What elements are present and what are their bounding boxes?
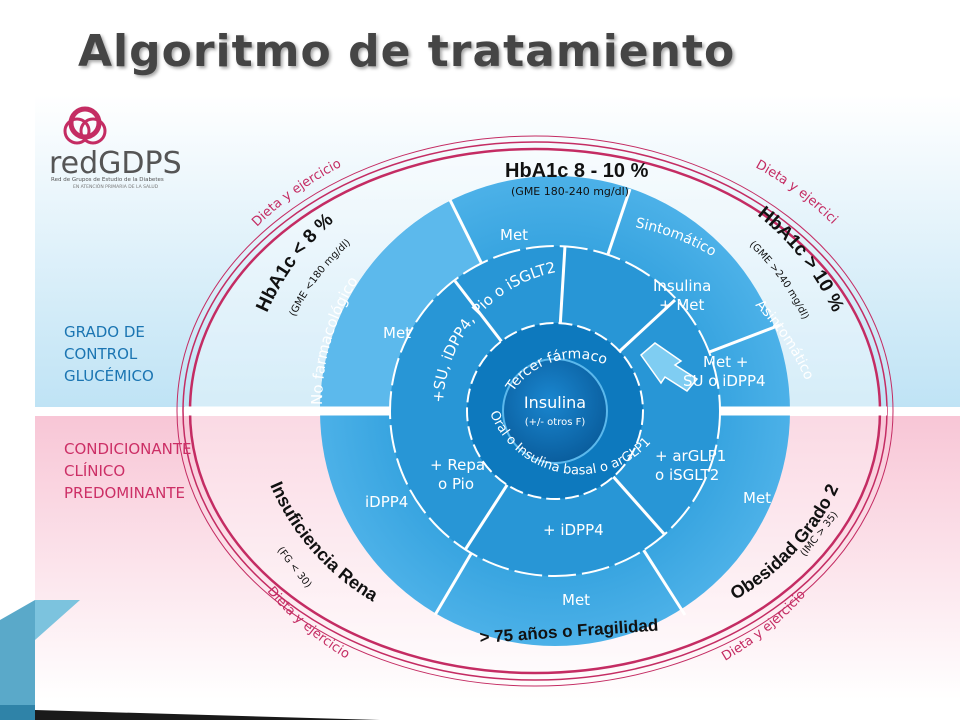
side-label-top-3: GLUCÉMICO bbox=[64, 366, 154, 385]
hba1c-mid-sub: (GME 180-240 mg/dl) bbox=[511, 185, 629, 198]
label-plus-idpp4: + iDPP4 bbox=[543, 521, 604, 539]
side-label-top: GRADO DE CONTROL GLUCÉMICO bbox=[64, 323, 154, 385]
slide-title: Algoritmo de tratamiento bbox=[78, 26, 736, 77]
corner-decoration bbox=[0, 600, 380, 720]
label-arglp1-2: o iSGLT2 bbox=[655, 466, 719, 484]
side-label-bottom: CONDICIONANTE CLÍNICO PREDOMINANTE bbox=[64, 440, 192, 502]
logo-knot-icon bbox=[63, 106, 107, 145]
label-idpp4-left: iDPP4 bbox=[365, 493, 408, 511]
label-insulina-met-2: + Met bbox=[659, 296, 705, 314]
treatment-algorithm-diagram: redGDPS Red de Grupos de Estudio de la D… bbox=[35, 95, 960, 700]
label-arglp1-1: + arGLP1 bbox=[655, 447, 726, 465]
hba1c-mid: HbA1c 8 - 10 % bbox=[505, 160, 649, 182]
side-label-bottom-3: PREDOMINANTE bbox=[64, 484, 185, 502]
side-label-top-2: CONTROL bbox=[64, 345, 138, 363]
label-met-su-2: SU o iDPP4 bbox=[683, 372, 766, 390]
label-met-bottom: Met bbox=[562, 591, 590, 609]
outer-ellipse-3 bbox=[176, 135, 894, 687]
label-repa-1: + Repa bbox=[430, 456, 485, 474]
label-met-left: Met bbox=[383, 324, 411, 342]
label-repa-2: o Pio bbox=[438, 475, 474, 493]
diagram-panel: redGDPS Red de Grupos de Estudio de la D… bbox=[35, 95, 960, 700]
center-title: Insulina bbox=[524, 393, 586, 412]
center-core bbox=[502, 358, 608, 464]
center-sub: (+/- otros F) bbox=[525, 417, 586, 428]
arrow-icon bbox=[639, 342, 699, 392]
side-label-bottom-2: CLÍNICO bbox=[64, 461, 125, 480]
side-label-top-1: GRADO DE bbox=[64, 323, 145, 341]
logo-subtitle-1: Red de Grupos de Estudio de la Diabetes bbox=[51, 177, 164, 183]
label-met-right: Met bbox=[743, 489, 771, 507]
side-label-bottom-1: CONDICIONANTE bbox=[64, 440, 192, 458]
label-met-su-1: Met + bbox=[703, 353, 748, 371]
label-met-top: Met bbox=[500, 226, 528, 244]
logo-name: redGDPS bbox=[49, 146, 182, 181]
label-insulina-met-1: Insulina bbox=[653, 277, 711, 295]
logo-subtitle-2: EN ATENCIÓN PRIMARIA DE LA SALUD bbox=[73, 183, 159, 190]
redgdps-logo: redGDPS Red de Grupos de Estudio de la D… bbox=[49, 106, 182, 190]
